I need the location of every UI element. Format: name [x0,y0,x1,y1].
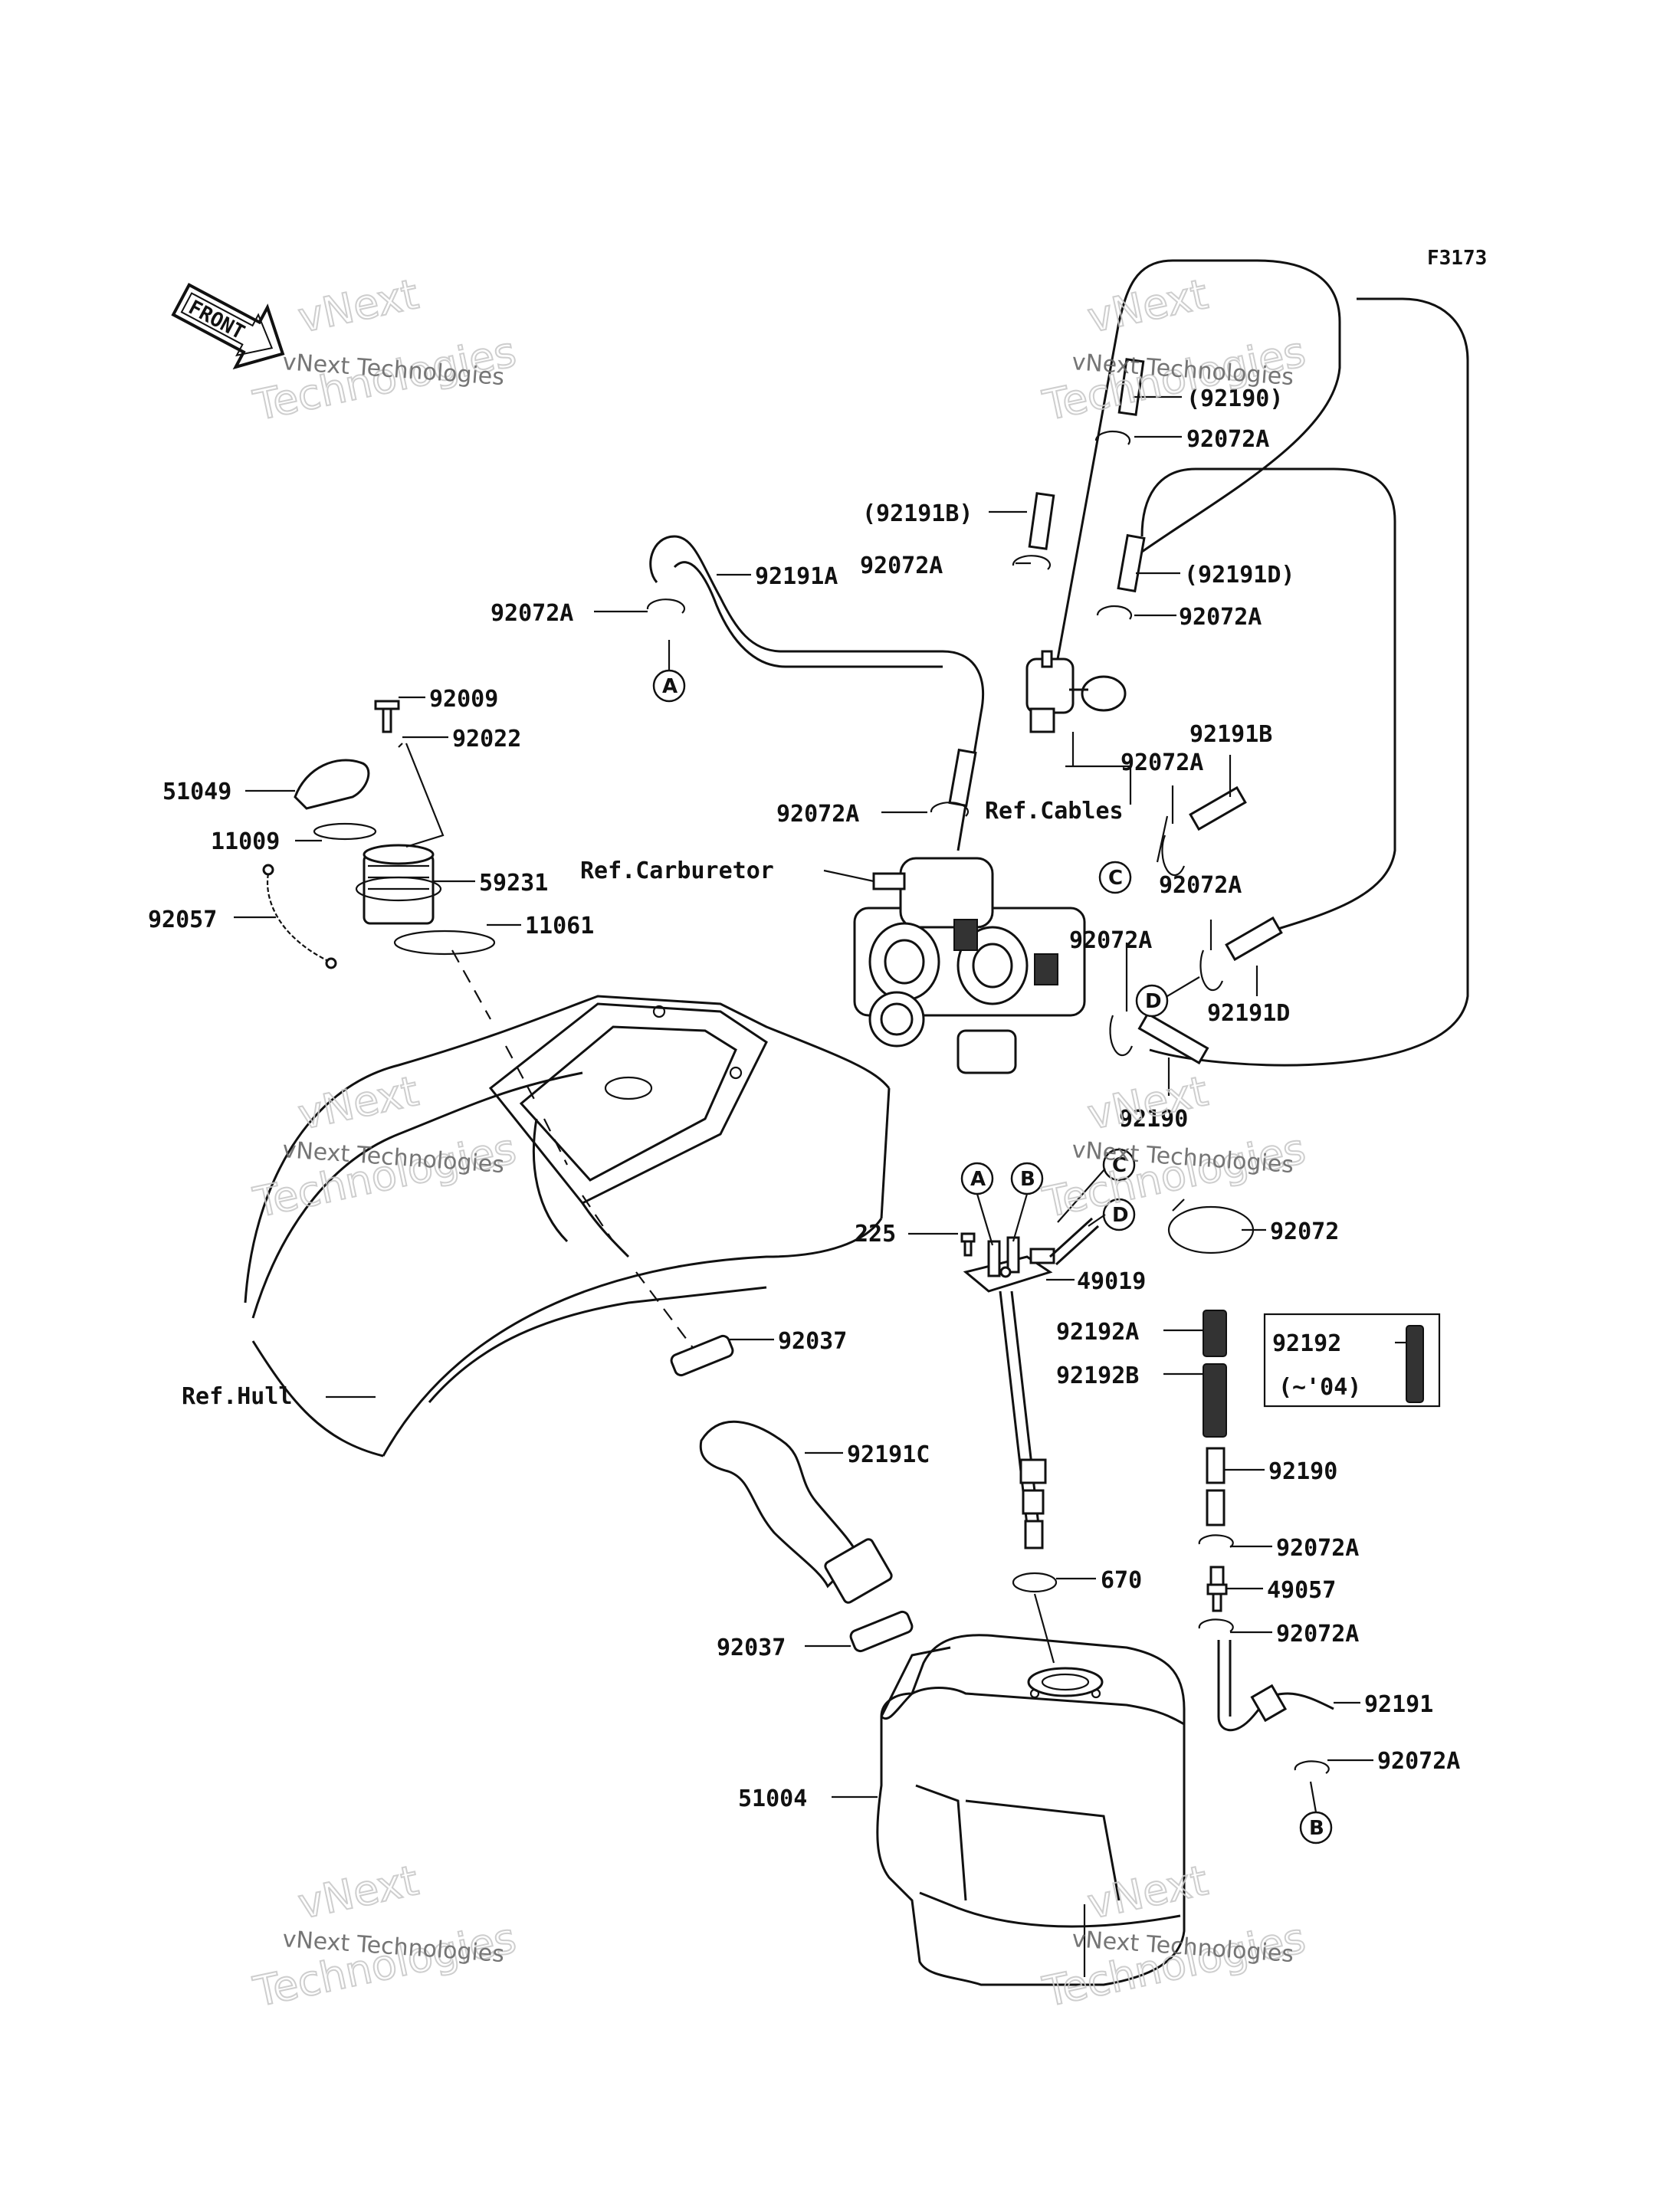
filler-cap-assembly [262,700,496,969]
connector-d-mid: D [1145,990,1162,1013]
label-92072a-5: 92072A [1121,749,1203,776]
clamp-icon [1096,605,1133,620]
clamp-icon [1012,555,1052,570]
label-92190-low: 92190 [1268,1458,1337,1485]
fuel-tank [876,1634,1186,1986]
label-92190-mid: 92190 [1119,1106,1188,1133]
svg-text:vNext: vNext [294,1067,422,1139]
connector-b-low: B [1020,1168,1035,1191]
label-49019: 49019 [1077,1268,1146,1295]
clamp-icon [930,802,970,817]
label-92037-1: 92037 [778,1328,847,1355]
connector-c-mid: C [1108,867,1123,890]
pipe-92191d-right [1225,916,1283,962]
svg-text:vNext: vNext [294,1856,422,1928]
label-92191b-paren: (92191B) [862,500,973,527]
label-92191: 92191 [1364,1691,1433,1718]
clamp-icon [1199,949,1224,992]
connector-b-bottom: B [1309,1817,1324,1840]
label-92072a-2: 92072A [860,553,943,579]
svg-text:vNext: vNext [294,270,422,342]
watermark: vNext Technologies vNext Technologies vN… [248,269,1310,2017]
label-92072a-4: 92072A [1179,604,1262,631]
label-92072a-8: 92072A [1069,927,1152,954]
label-49057: 49057 [1267,1577,1336,1604]
label-92057: 92057 [148,907,217,933]
band-clamp-92072 [1167,1205,1255,1254]
svg-text:vNext: vNext [1084,270,1212,342]
figure-code: F3173 [1427,247,1487,270]
label-59231: 59231 [479,870,548,897]
label-51004: 51004 [738,1785,807,1812]
label-670: 670 [1101,1567,1142,1594]
label-92191d: 92191D [1207,1000,1290,1027]
fuel-pickup [963,1217,1100,1549]
label-11009: 11009 [211,828,280,855]
label-92192-box: 92192 [1272,1330,1341,1357]
label-92072a-3: 92072A [491,600,573,627]
label-11061: 11061 [525,913,594,939]
clamp-icon [646,598,686,614]
front-arrow-icon: FRONT [171,283,285,370]
connector-circle-icon: A C D A B C D B [652,669,1333,1844]
pipe-92190-mid [1137,1012,1209,1065]
label-92072: 92072 [1270,1218,1339,1245]
ref-carburetor-label: Ref.Carburetor [580,857,774,884]
label-92192b: 92192B [1056,1362,1139,1389]
vent-hose-inner [1140,467,1396,944]
hull [244,995,891,1458]
label-92192a: 92192A [1056,1319,1139,1346]
label-box-note: (~'04) [1278,1374,1361,1401]
svg-text:vNext: vNext [1084,1856,1212,1928]
vent-hose-outer-2 [1149,297,1469,1067]
label-92072a-11: 92072A [1377,1748,1460,1775]
label-51049: 51049 [162,779,231,805]
label-92072a-1: 92072A [1186,426,1269,453]
label-92191d-paren: (92191D) [1184,562,1295,589]
label-225: 225 [855,1221,896,1248]
vent-hose-outer [1056,259,1341,660]
label-92072a-6: 92072A [776,801,859,828]
pipe-92191b [1028,492,1055,550]
label-92190-top: (92190) [1186,385,1283,412]
connector-d-low: D [1112,1204,1129,1227]
label-92072a-10: 92072A [1276,1621,1359,1648]
connector-a-top: A [662,675,678,698]
label-92191a: 92191A [755,563,838,590]
carburetor [853,857,1086,1074]
ref-cables-label: Ref.Cables [985,798,1124,825]
variant-box [1263,1313,1441,1408]
label-92072a-7: 92072A [1159,872,1242,899]
pipe-92191d [1117,533,1146,593]
connector-c-low: C [1112,1154,1127,1177]
filler-hose-92191c [670,1334,914,1653]
pipe-92191b-right [1189,785,1247,831]
label-92022: 92022 [452,726,521,753]
pipe-92190-top [1117,358,1145,416]
clamp-icon [1094,430,1131,445]
connector-a-low: A [970,1168,986,1191]
label-92191c: 92191C [847,1441,930,1468]
oring-670 [1012,1572,1058,1593]
clamp-icon [1161,835,1186,877]
pipe-92191a-end [948,748,977,808]
label-92072a-9: 92072A [1276,1535,1359,1562]
ref-hull-label: Ref.Hull [182,1383,293,1410]
right-column-parts [1198,1310,1334,1774]
label-92191b: 92191B [1189,721,1272,748]
fuel-valve [1025,650,1127,733]
label-92037-2: 92037 [717,1635,786,1661]
label-92009: 92009 [429,686,498,713]
hose-92191a [649,535,985,851]
clamp-icon [1109,1015,1134,1057]
